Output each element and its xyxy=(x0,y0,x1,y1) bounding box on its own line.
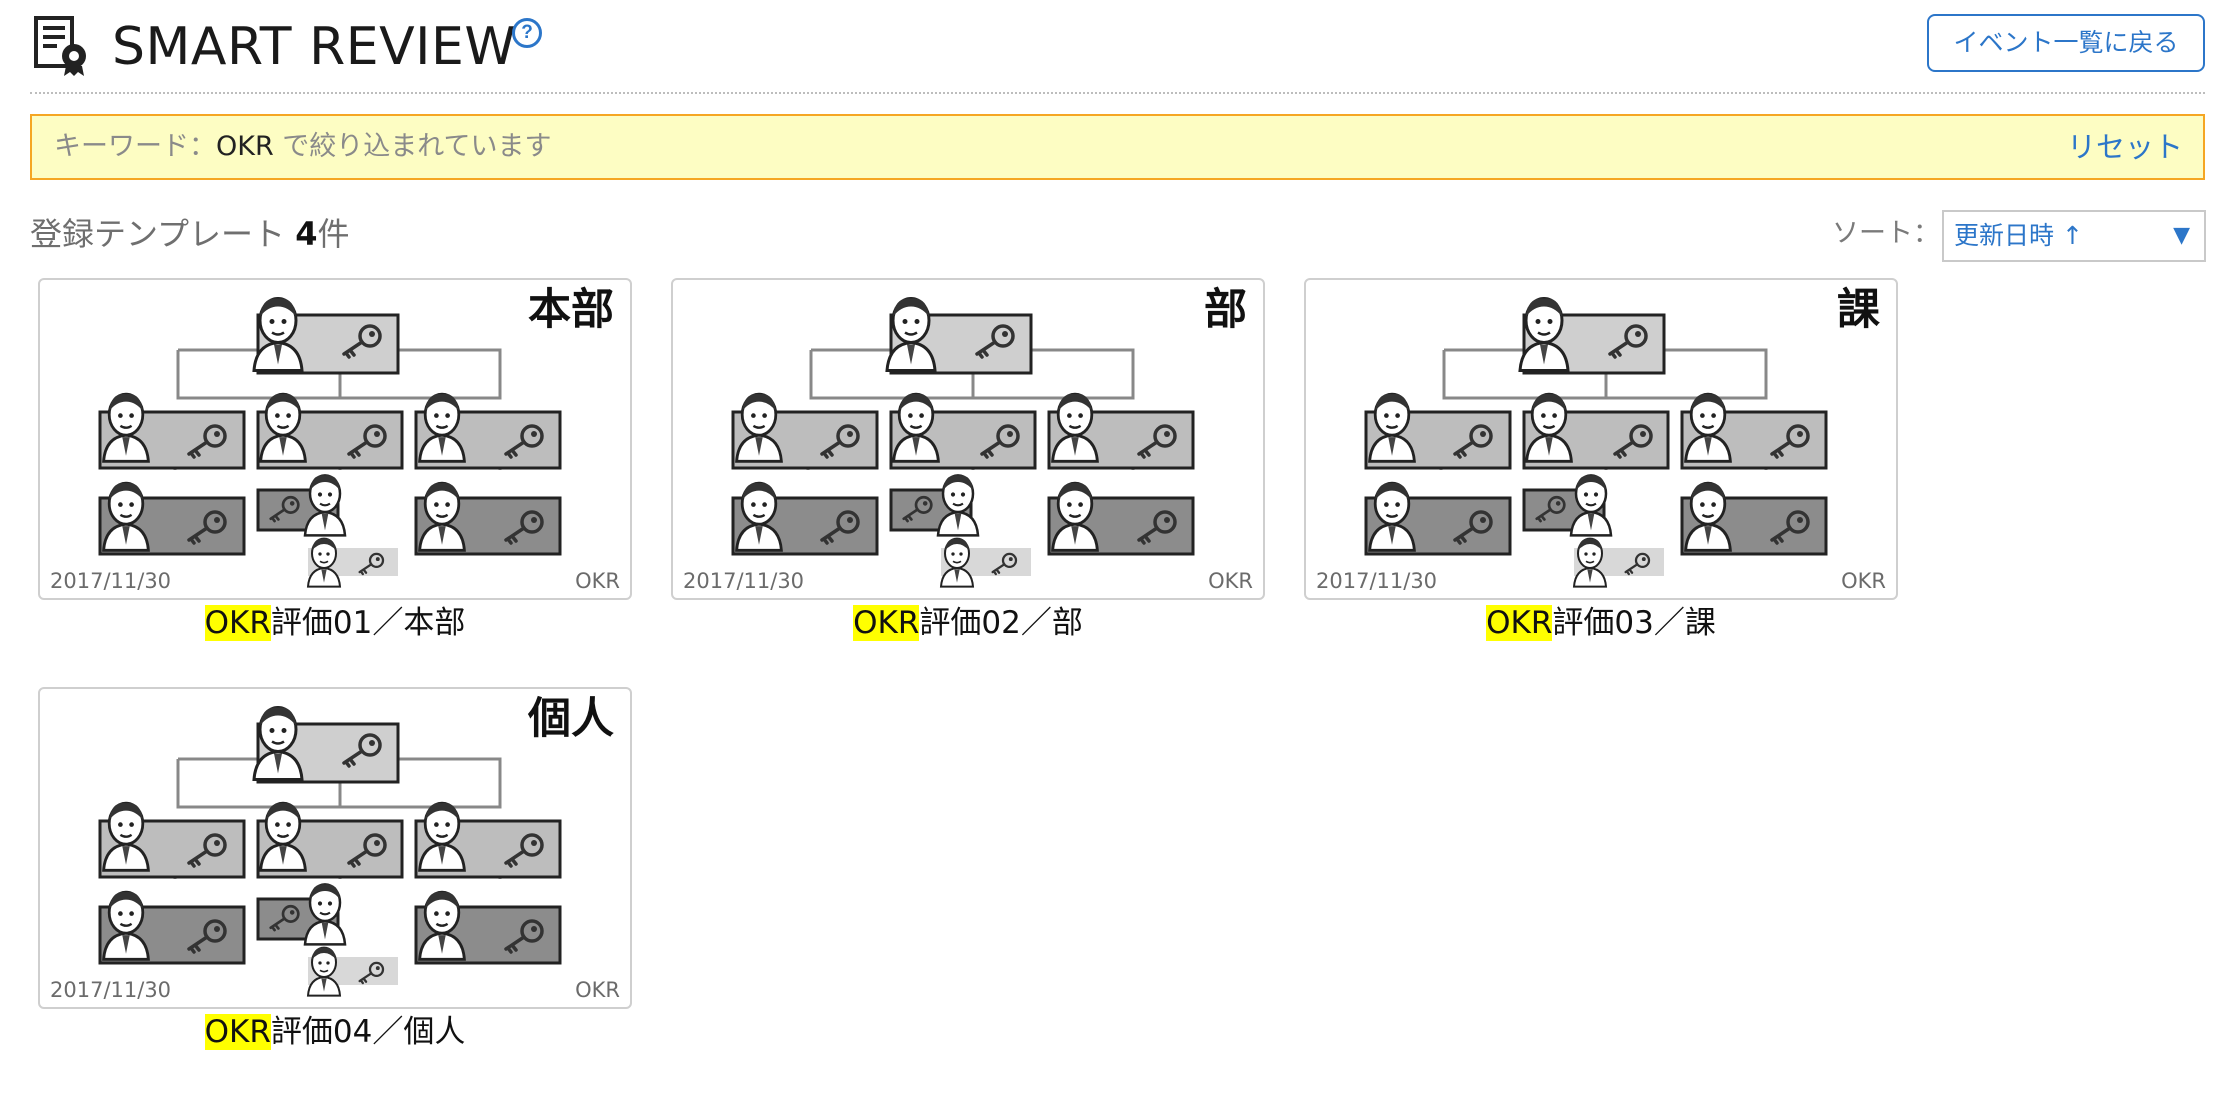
title-text: 評価01／本部 xyxy=(270,605,466,641)
header-divider xyxy=(30,92,2205,94)
template-count: 4 xyxy=(295,215,318,253)
template-count-heading: 登録テンプレート 4件 xyxy=(30,210,350,258)
sort-label: ソート： xyxy=(1832,218,1940,249)
filter-message: キーワード：OKR で絞り込まれています xyxy=(54,116,552,178)
card-date: 2017/11/30 xyxy=(683,569,805,593)
filter-prefix: キーワード： xyxy=(54,131,216,162)
back-to-events-button[interactable]: イベント一覧に戻る xyxy=(1927,14,2205,72)
card-level-label: 個人 xyxy=(528,694,614,744)
review-certificate-icon xyxy=(34,16,86,76)
title-text: 評価04／個人 xyxy=(270,1014,466,1050)
filter-banner: キーワード：OKR で絞り込まれています リセット xyxy=(30,114,2205,180)
title-highlight: OKR xyxy=(853,605,920,641)
card-tag: OKR xyxy=(575,569,620,593)
title-highlight: OKR xyxy=(1486,605,1553,641)
card-level-label: 本部 xyxy=(528,285,614,335)
template-card[interactable]: 部 2017/11/30 OKR xyxy=(671,278,1265,600)
title-text: 評価02／部 xyxy=(919,605,1083,641)
card-tag: OKR xyxy=(1208,569,1253,593)
page-header: SMART REVIEW ? イベント一覧に戻る xyxy=(30,6,2205,88)
org-chart-thumbnail xyxy=(98,296,562,588)
sort-selected-value: 更新日時 ↑ xyxy=(1954,221,2083,250)
card-tag: OKR xyxy=(1841,569,1886,593)
card-date: 2017/11/30 xyxy=(50,978,172,1002)
sort-select[interactable]: 更新日時 ↑ ▼ xyxy=(1942,210,2206,262)
title-text: 評価03／課 xyxy=(1552,605,1716,641)
card-date: 2017/11/30 xyxy=(1316,569,1438,593)
count-unit: 件 xyxy=(317,215,350,253)
filter-suffix: で絞り込まれています xyxy=(273,131,552,162)
card-title-link[interactable]: OKR評価04／個人 xyxy=(38,1012,632,1052)
template-card[interactable]: 本部 2017/11/30 OKR xyxy=(38,278,632,600)
card-date: 2017/11/30 xyxy=(50,569,172,593)
title-highlight: OKR xyxy=(204,605,271,641)
template-card[interactable]: 課 2017/11/30 OKR xyxy=(1304,278,1898,600)
card-title-link[interactable]: OKR評価03／課 xyxy=(1304,603,1898,643)
reset-filter-link[interactable]: リセット xyxy=(2066,130,2183,164)
filter-keyword: OKR xyxy=(216,131,274,162)
app-title: SMART REVIEW xyxy=(112,17,517,77)
title-highlight: OKR xyxy=(204,1014,271,1050)
template-card[interactable]: 個人 2017/11/30 OKR xyxy=(38,687,632,1009)
card-level-label: 部 xyxy=(1204,285,1247,335)
card-level-label: 課 xyxy=(1837,285,1880,335)
card-tag: OKR xyxy=(575,978,620,1002)
question-circle-icon[interactable]: ? xyxy=(512,18,542,48)
caret-down-icon: ▼ xyxy=(2173,223,2190,248)
heading-label: 登録テンプレート xyxy=(30,215,296,253)
org-chart-thumbnail xyxy=(1364,296,1828,588)
org-chart-thumbnail xyxy=(731,296,1195,588)
org-chart-thumbnail xyxy=(98,705,562,997)
card-title-link[interactable]: OKR評価02／部 xyxy=(671,603,1265,643)
card-title-link[interactable]: OKR評価01／本部 xyxy=(38,603,632,643)
